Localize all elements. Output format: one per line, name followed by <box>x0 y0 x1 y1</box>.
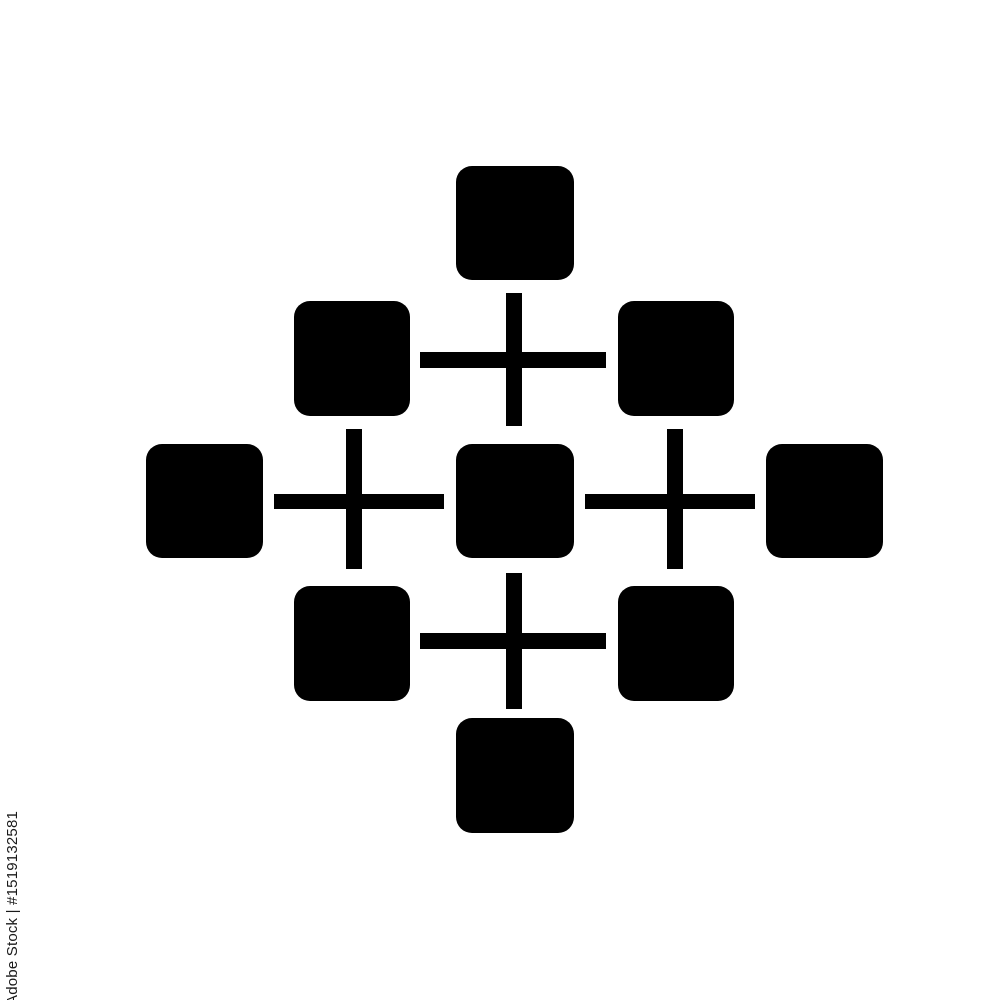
node-lower-right <box>618 586 734 701</box>
node-top <box>456 166 574 280</box>
node-upper-left <box>294 301 410 416</box>
node-lower-left <box>294 586 410 701</box>
connector-bottom-horizontal <box>420 633 606 649</box>
connectors <box>274 293 755 709</box>
node-left <box>146 444 263 558</box>
connector-left-horizontal <box>274 494 444 509</box>
node-upper-right <box>618 301 734 416</box>
nodes <box>146 166 883 833</box>
node-center <box>456 444 574 558</box>
connector-right-horizontal <box>585 494 755 509</box>
stock-id-watermark: Adobe Stock | #1519132581 <box>4 810 21 1000</box>
connector-top-horizontal <box>420 352 606 368</box>
node-right <box>766 444 883 558</box>
node-bottom <box>456 718 574 833</box>
